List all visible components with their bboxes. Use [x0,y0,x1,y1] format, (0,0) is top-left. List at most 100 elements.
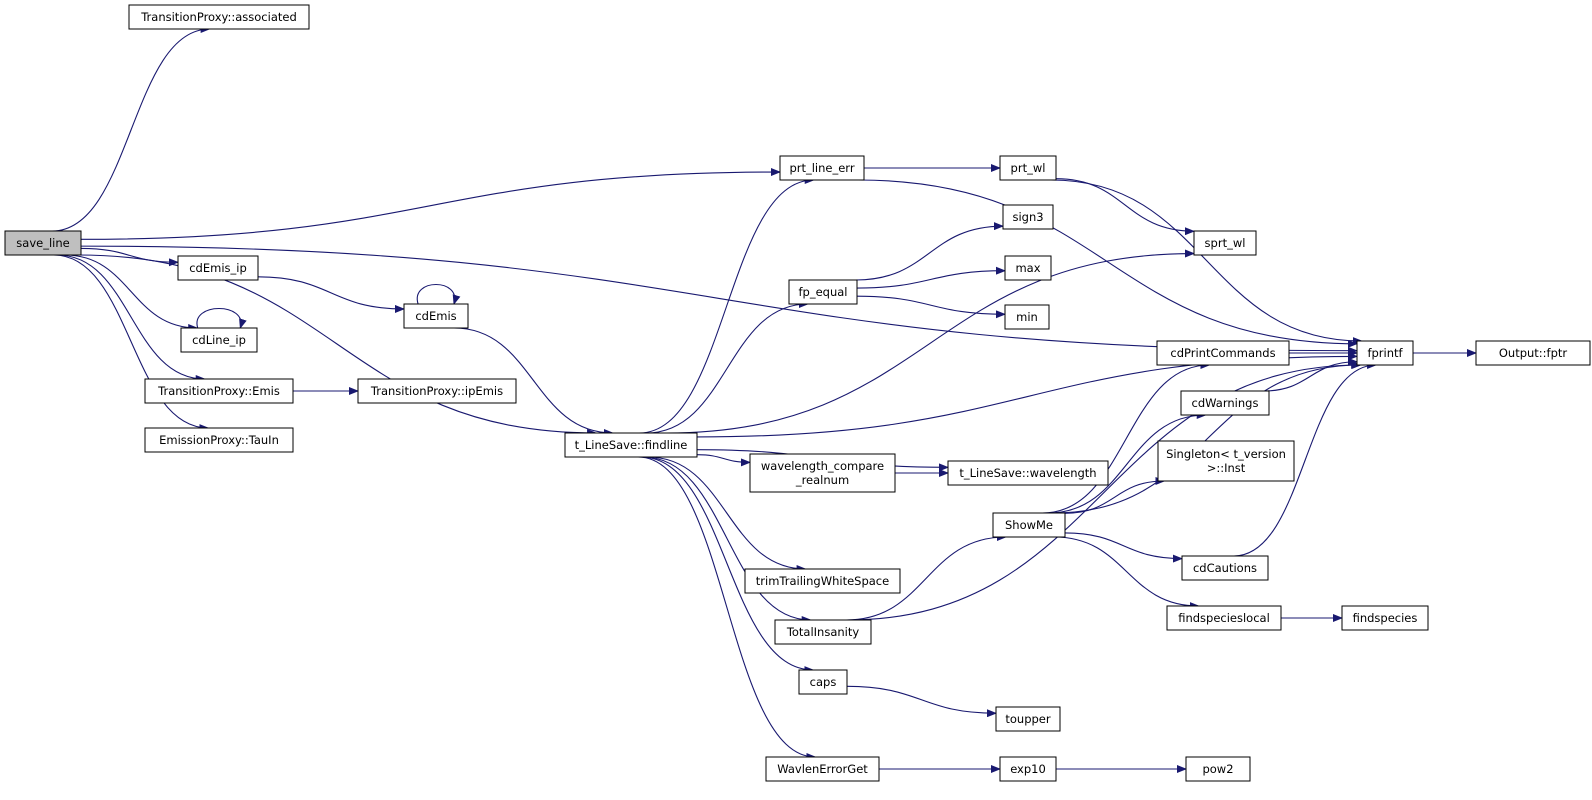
node-cdwarnings[interactable]: cdWarnings [1180,390,1270,416]
node-box [1004,255,1052,281]
node-sprt-wl[interactable]: sprt_wl [1193,230,1257,256]
node-box [788,279,858,305]
node-totalinsanity[interactable]: TotalInsanity [774,619,872,645]
node-label: t_LineSave::findline [575,438,688,452]
node-box [744,568,901,594]
node-label: trimTrailingWhiteSpace [756,574,889,588]
node-box [4,230,82,256]
node-tp-emis[interactable]: TransitionProxy::Emis [144,378,294,404]
node-box [564,432,698,458]
edge-totalinsanity-to-showme [846,533,1007,621]
node-box [1181,555,1269,581]
node-findspecieslocal[interactable]: findspecieslocal [1166,605,1282,631]
node-findline[interactable]: t_LineSave::findline [564,432,698,458]
node-caps[interactable]: caps [798,669,848,695]
edge-save-line-to-findline [77,254,598,437]
node-save-line[interactable]: save_line [4,230,82,256]
edge-findline-to-fp-equal [646,300,809,434]
edge-prt-line-err-to-fprintf [858,179,1358,348]
node-box [357,378,517,404]
node-label: EmissionProxy::TauIn [159,433,279,447]
edge-findline-to-sprt-wl [666,249,1195,434]
node-label: _realnum [795,473,849,487]
node-box [1004,304,1050,330]
edge-findline-to-prt-line-err [639,176,815,434]
node-label: sign3 [1012,210,1043,224]
node-box [1166,605,1282,631]
node-t-wavelength[interactable]: t_LineSave::wavelength [947,460,1109,486]
edge-showme-to-fprintf [1053,361,1362,514]
node-trim[interactable]: trimTrailingWhiteSpace [744,568,901,594]
node-exp10[interactable]: exp10 [999,756,1057,782]
node-box [1157,440,1295,482]
node-box [1356,340,1414,366]
node-sign3[interactable]: sign3 [1002,204,1054,230]
node-cdemis-ip[interactable]: cdEmis_ip [177,255,259,281]
node-label: exp10 [1010,762,1046,776]
node-tp-associated[interactable]: TransitionProxy::associated [128,4,310,30]
edge-fp-equal-to-sign3 [855,222,1004,281]
node-tp-ipemis[interactable]: TransitionProxy::ipEmis [357,378,517,404]
node-min[interactable]: min [1004,304,1050,330]
node-label: sprt_wl [1205,236,1246,250]
node-label: min [1016,310,1038,324]
edge-cdemis-ip-to-cdemis [257,276,405,313]
node-output-fptr[interactable]: Output::fptr [1475,340,1591,366]
edge-fp-equal-to-min [856,295,1006,319]
edge-findline-to-totalinsanity [643,456,812,624]
node-label: toupper [1005,712,1051,726]
edge-showme-to-cdwarnings [1048,411,1207,514]
node-box [1156,340,1290,366]
node-box [765,756,880,782]
node-singleton[interactable]: Singleton< t_version>::Inst [1157,440,1295,482]
node-box [995,706,1061,732]
node-wavlenerrorget[interactable]: WavlenErrorGet [765,756,880,782]
node-findspecies[interactable]: findspecies [1341,605,1429,631]
node-label: Output::fptr [1499,346,1568,360]
node-label: prt_line_err [789,161,854,175]
edge-totalinsanity-to-fprintf [847,361,1362,621]
node-fprintf[interactable]: fprintf [1356,340,1414,366]
node-fp-equal[interactable]: fp_equal [788,279,858,305]
node-box [1193,230,1257,256]
node-toupper[interactable]: toupper [995,706,1061,732]
node-label: cdCautions [1193,561,1257,575]
node-cdcautions[interactable]: cdCautions [1181,555,1269,581]
node-box [774,619,872,645]
node-label: ShowMe [1005,518,1053,532]
node-pow2[interactable]: pow2 [1185,756,1251,782]
node-label: cdEmis_ip [189,261,247,275]
node-max[interactable]: max [1004,255,1052,281]
nodes-layer: save_line TransitionProxy::associatedcdEm… [4,4,1591,782]
edge-showme-to-cdcautions [1064,532,1183,563]
node-ep-tauin[interactable]: EmissionProxy::TauIn [144,427,294,453]
edge-save-line-to-prt-line-err [80,168,781,240]
edge-save-line-to-tp-emis [57,254,206,383]
node-wavelength-compare[interactable]: wavelength_compare_realnum [749,453,896,493]
edge-findline-to-wavlenerrorget [638,456,817,761]
node-cdprintcommands[interactable]: cdPrintCommands [1156,340,1290,366]
node-box [779,155,865,181]
edge-save-line-to-fprintf [80,245,1358,355]
node-showme[interactable]: ShowMe [992,512,1066,538]
node-box [999,155,1057,181]
node-box [992,512,1066,538]
node-cdemis[interactable]: cdEmis [403,303,469,329]
node-cdline-ip[interactable]: cdLine_ip [180,327,258,353]
edge-prt-wl-to-fprintf [1051,179,1363,345]
node-prt-wl[interactable]: prt_wl [999,155,1057,181]
edge-fp-equal-to-max [856,266,1006,289]
node-prt-line-err[interactable]: prt_line_err [779,155,865,181]
node-label: pow2 [1202,762,1233,776]
edge-findline-to-caps [640,456,815,674]
node-label: fprintf [1367,346,1403,360]
edge-save-line-to-cdemis-ip [80,247,179,267]
node-box [1180,390,1270,416]
edge-prt-wl-to-sprt-wl [1055,178,1195,236]
node-box [1185,756,1251,782]
node-box [1002,204,1054,230]
node-box [1341,605,1429,631]
edge-showme-to-findspecieslocal [1054,536,1200,610]
edge-findline-to-wavelength-compare [696,454,751,467]
